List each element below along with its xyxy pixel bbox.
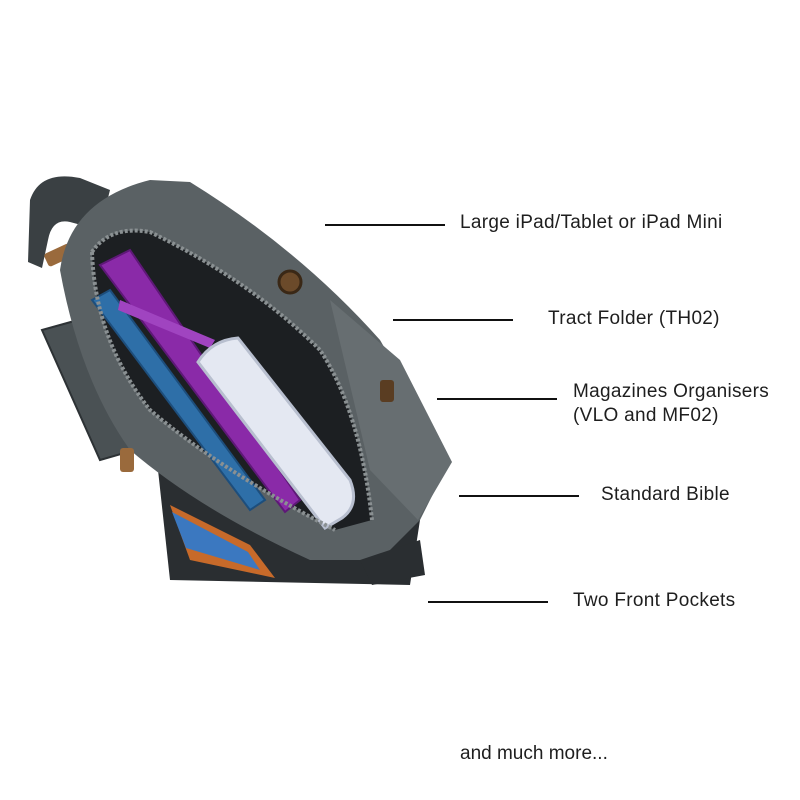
callout-label-tablet: Large iPad/Tablet or iPad Mini <box>460 212 723 233</box>
callout-label-tract-folder: Tract Folder (TH02) <box>548 308 720 329</box>
callout-label-front-pockets: Two Front Pockets <box>573 590 736 611</box>
buckle-side <box>380 380 394 402</box>
footer-caption: and much more... <box>460 743 608 764</box>
zipper-trim <box>90 228 374 521</box>
callout-line-tablet <box>325 224 445 226</box>
bag-flap <box>330 300 452 520</box>
callout-line-tract-folder <box>393 319 513 321</box>
callout-line-magazines <box>437 398 557 400</box>
bag-strap-top <box>28 176 110 268</box>
buckle-top <box>277 269 303 295</box>
leather-tab-lower <box>120 448 134 472</box>
blue-tablet <box>90 288 267 512</box>
callout-line-bible <box>459 495 579 497</box>
callout-label-magazines-line1: Magazines Organisers <box>573 381 770 402</box>
callout-label-bible: Standard Bible <box>601 484 730 505</box>
callout-label-magazines-line2: (VLO and MF02) <box>573 405 719 426</box>
callout-line-front-pockets <box>428 601 548 603</box>
bag-strap-bottom <box>360 540 425 585</box>
standard-bible <box>196 336 356 530</box>
